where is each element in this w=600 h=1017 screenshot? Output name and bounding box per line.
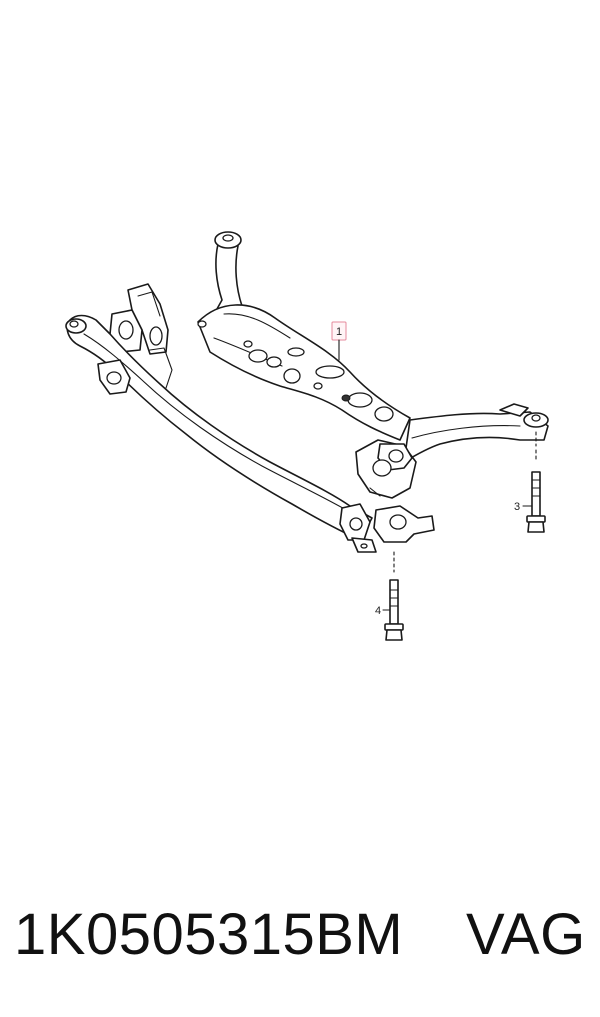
brand-label: VAG — [466, 902, 586, 967]
part-number: 1K0505315BM — [14, 902, 404, 967]
bolt-3 — [526, 431, 546, 533]
callout-3-label: 3 — [514, 501, 520, 513]
left-bracket — [109, 283, 169, 355]
left-lower-mount — [97, 347, 173, 395]
callout-1-label: 1 — [336, 326, 342, 338]
footer: 1K0505315BM VAG — [0, 895, 600, 985]
lower-right-bracket — [339, 503, 435, 553]
callout-4[interactable]: 4 — [375, 605, 391, 617]
right-front-mount — [355, 439, 417, 499]
subframe-diagram: 1 3 4 — [65, 231, 549, 641]
callout-3[interactable]: 3 — [514, 501, 533, 513]
bolt-4 — [384, 551, 404, 641]
right-side-arm — [403, 403, 549, 463]
callout-4-label: 4 — [375, 605, 381, 617]
callout-1[interactable]: 1 — [331, 321, 347, 361]
cross-member-plate — [197, 304, 411, 441]
